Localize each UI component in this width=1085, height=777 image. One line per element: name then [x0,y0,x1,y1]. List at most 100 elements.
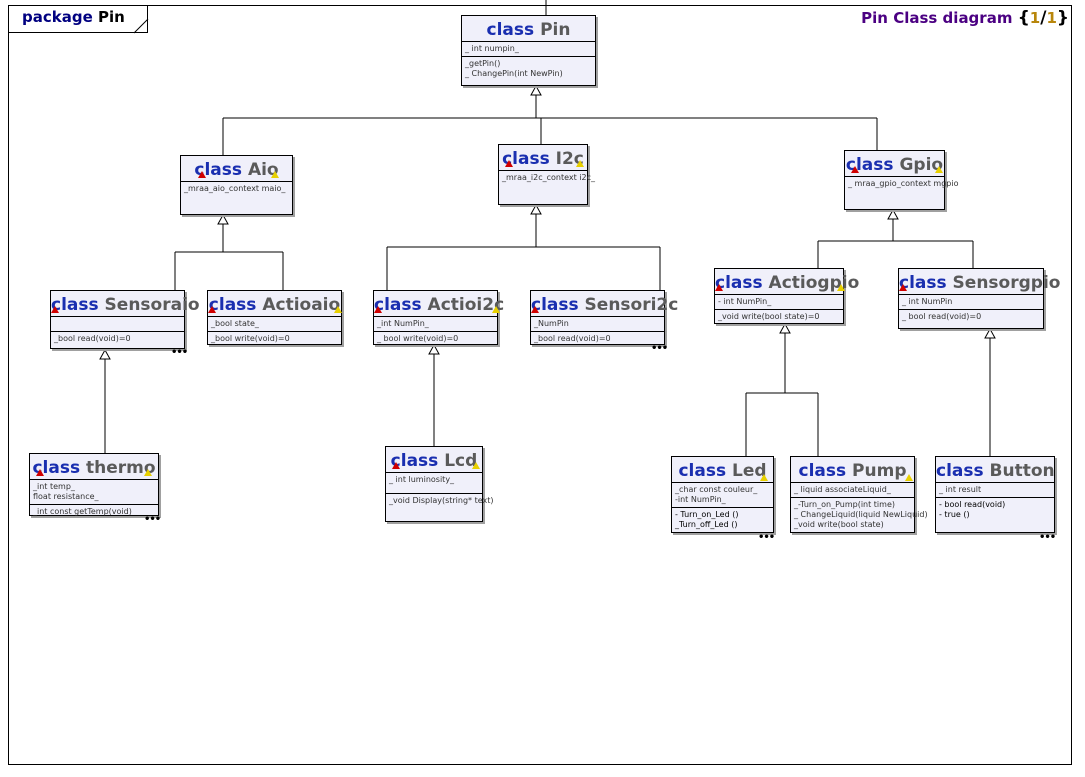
class-actioi2c-attributes: _int NumPin_ [374,316,497,331]
class-name: Aio [247,160,279,180]
class-pump[interactable]: class Pump _ liquid associateLiquid_ _-T… [790,456,928,533]
class-button[interactable]: class Button _ int result - bool read(vo… [935,456,1056,543]
diagram-title-text: Pin Class diagram [861,9,1013,27]
class-i2c-attributes: _mraa_i2c_context i2c_ [499,170,595,185]
class-keyword: class [531,295,579,315]
class-name: Button [989,461,1055,481]
class-thermo-header: class thermo [30,454,158,479]
red-marker-icon [198,171,206,178]
yellow-marker-icon [760,474,768,481]
class-actioi2c[interactable]: class Actioi2c _int NumPin_ _ bool write… [373,290,504,345]
class-keyword: class [486,20,535,40]
red-marker-icon [51,306,59,313]
class-name: Pump [852,461,907,481]
class-keyword: class [374,295,422,315]
red-marker-icon [899,284,907,291]
diagram-frame [8,5,1072,765]
class-gpio-header: class Gpio [845,151,944,176]
class-sensori2c[interactable]: class Sensori2c _NumPin _bool read(void)… [530,290,678,354]
class-pin-header: class Pin [462,16,595,41]
red-marker-icon [715,284,723,291]
more-ellipsis-icon: ••• [758,532,775,543]
class-sensoraio[interactable]: class Sensoraio _bool read(void)=0 ••• [50,290,200,358]
more-ellipsis-icon: ••• [171,347,188,358]
class-aio[interactable]: class Aio _mraa_aio_context maio_ [180,155,293,215]
class-i2c[interactable]: class I2c _mraa_i2c_context i2c_ [498,144,595,205]
class-sensori2c-attributes: _NumPin [531,316,664,331]
attribute: _ int result [939,485,982,494]
attribute: _mraa_aio_context maio_ [184,184,286,193]
i2c-gen-arrowhead [530,203,542,215]
operation: - Turn_on_Led () [675,510,739,519]
attribute: _ mraa_gpio_context mgpio [848,179,959,188]
aio-gen-arrowhead [217,213,229,225]
red-marker-icon [392,462,400,469]
gpio-gen-arrowhead [887,208,899,220]
attribute: _int temp_ [33,482,75,491]
class-actioaio[interactable]: class Actioaio _bool state_ _bool write(… [207,290,342,345]
operation: _bool read(void)=0 [54,334,131,343]
class-actioaio-attributes: _bool state_ [208,316,341,331]
class-sensorgpio-attributes: _ int NumPin [899,294,1043,309]
yellow-marker-icon [334,306,342,313]
operation: _ ChangePin(int NewPin) [465,69,563,78]
class-thermo[interactable]: class thermo _int temp_float resistance_… [29,453,161,525]
class-keyword: class [678,461,727,481]
operation: - bool read(void) [939,500,1006,509]
actiogpio-gen-arrowhead [779,322,791,334]
pin-gen-arrowhead [530,84,542,96]
package-label: package Pin [22,8,125,26]
class-name: Pin [540,20,571,40]
class-led-attributes: _char const couleur_-int NumPin_ [672,482,773,507]
attribute: _ int numpin_ [465,44,519,53]
class-lcd[interactable]: class Lcd _ int luminosity_ _void Displa… [385,446,494,522]
class-sensorgpio-header: class Sensorgpio [899,269,1060,294]
operation: _Turn_off_Led () [675,520,738,529]
operation: _ bool write(void)=0 [377,334,459,343]
class-name: Sensori2c [584,295,679,315]
operation: _getPin() [465,59,501,68]
operation: _void Display(string* text) [389,496,494,505]
package-tab [8,5,149,34]
class-pin-attributes: _ int numpin_ [462,41,595,56]
class-actioaio-header: class Actioaio [208,291,341,316]
attribute: - int NumPin_ [718,297,772,306]
diagram-title: Pin Class diagram {1/1} [861,8,1069,28]
class-actioi2c-header: class Actioi2c [374,291,504,316]
more-ellipsis-icon: ••• [651,343,668,354]
package-tab-corner [133,18,149,34]
class-sensorgpio[interactable]: class Sensorgpio _ int NumPin _ bool rea… [898,268,1060,329]
operation: _bool read(void)=0 [534,334,611,343]
class-keyword: class [936,461,984,481]
class-actiogpio-attributes: - int NumPin_ [715,294,843,309]
class-sensori2c-operations: _bool read(void)=0 [531,331,664,346]
more-ellipsis-icon: ••• [1039,532,1056,543]
class-sensorgpio-operations: _ bool read(void)=0 [899,309,1043,324]
class-name: Lcd [444,451,478,471]
attribute: _bool state_ [211,319,259,328]
attribute: _ int NumPin [902,297,953,306]
attribute: _NumPin [534,319,569,328]
class-actiogpio[interactable]: class Actiogpio - int NumPin_ _void writ… [714,268,859,324]
operation: _void write(bool state)=0 [718,312,820,321]
class-led[interactable]: class Led _char const couleur_-int NumPi… [671,456,775,543]
class-gpio[interactable]: class Gpio _ mraa_gpio_context mgpio [844,150,959,210]
class-pin[interactable]: class Pin _ int numpin_ _getPin()_ Chang… [461,15,596,86]
class-pin-operations: _getPin()_ ChangePin(int NewPin) [462,56,595,81]
yellow-marker-icon [935,166,943,173]
more-ellipsis-icon: ••• [144,514,161,525]
class-name: Gpio [899,155,944,175]
class-name: thermo [86,458,156,478]
class-keyword: class [32,458,81,478]
class-sensoraio-header: class Sensoraio [51,291,200,316]
class-led-header: class Led [672,457,773,482]
class-pump-operations: _-Turn_on_Pump(int time)_ ChangeLiquid(l… [791,497,928,532]
page-brace-close: } [1056,8,1069,28]
class-lcd-header: class Lcd [386,447,482,472]
page-number: 1 [1029,9,1041,27]
page-separator: / [1040,8,1047,28]
class-actiogpio-header: class Actiogpio [715,269,859,294]
class-button-header: class Button [936,457,1055,482]
yellow-marker-icon [576,160,584,167]
